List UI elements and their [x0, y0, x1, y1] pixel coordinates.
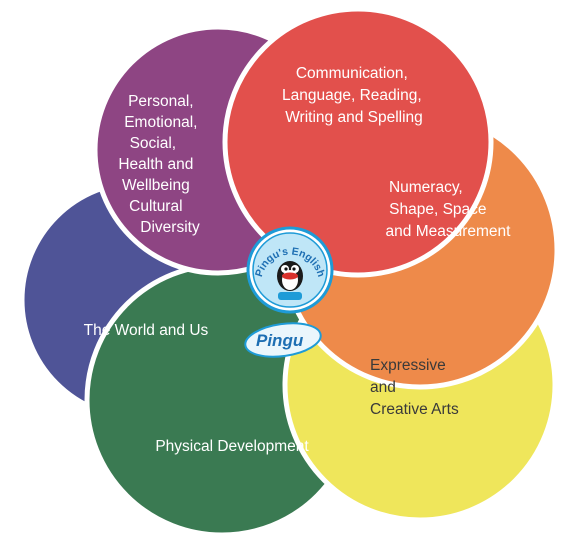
petal-label-expressive: Expressive and Creative Arts	[370, 357, 459, 418]
petal-label-physical: Physical Development	[155, 438, 309, 455]
penguin-icon	[277, 261, 303, 291]
pingu-brand-logo: Pingu	[244, 322, 322, 358]
petal-communication	[222, 6, 494, 278]
pingu-brand-text: Pingu	[256, 331, 304, 350]
petal-label-communication: Communication, Language, Reading, Writin…	[282, 65, 426, 126]
petal-label-numeracy: Numeracy, Shape, Space and Measurement	[386, 179, 512, 240]
petal-label-world: The World and Us	[84, 322, 209, 339]
petal-label-personal: Personal, Emotional, Social, Health and …	[118, 93, 201, 236]
pingus-english-logo: Pingu's English	[246, 226, 334, 314]
